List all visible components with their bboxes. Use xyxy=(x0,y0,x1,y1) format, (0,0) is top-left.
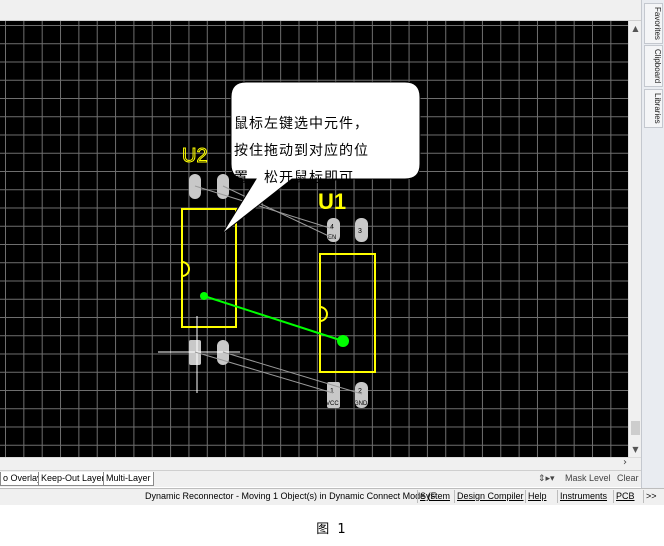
design-compiler-button[interactable]: Design Compiler xyxy=(454,490,526,503)
pad-number: 4 xyxy=(330,224,334,231)
figure-caption: 图 1 xyxy=(316,522,348,537)
pcb-button[interactable]: PCB xyxy=(613,490,637,503)
u1-notch xyxy=(319,306,328,322)
ratsnest-anchor xyxy=(337,335,349,347)
top-toolbar-strip xyxy=(0,0,641,21)
layer-tab-bar: o Overlay Keep-Out Layer Multi-Layer ⇕▸▾… xyxy=(0,470,641,487)
callout-line: 置，松开鼠标即可 xyxy=(234,170,354,186)
horizontal-scrollbar[interactable]: › xyxy=(0,457,641,470)
pcb-drawing: U2 U1 4 3 1 2 EN VCC GND xyxy=(158,81,421,408)
scroll-down-icon[interactable]: ▼ xyxy=(632,445,639,454)
vertical-scrollbar[interactable]: ▲ ▼ xyxy=(628,21,641,457)
clear-button[interactable]: Clear xyxy=(617,473,639,483)
pad-number: 2 xyxy=(358,388,362,395)
connection-line xyxy=(194,351,334,394)
tab-libraries[interactable]: Libraries xyxy=(644,89,663,128)
net-label: VCC xyxy=(326,401,339,407)
ratsnest-line xyxy=(203,295,344,342)
connection-line xyxy=(194,185,334,230)
u1-outline[interactable] xyxy=(319,253,376,373)
u1-pad-2[interactable] xyxy=(355,382,368,408)
scroll-right-icon[interactable]: › xyxy=(623,457,627,468)
mask-level-button[interactable]: Mask Level xyxy=(565,473,611,483)
layer-tab[interactable]: Multi-Layer xyxy=(103,472,154,486)
system-button[interactable]: System xyxy=(417,490,452,503)
help-button[interactable]: Help xyxy=(525,490,549,503)
u2-designator: U2 xyxy=(182,145,208,167)
side-panel: Favorites Clipboard Libraries xyxy=(641,0,664,488)
status-bar: Dynamic Reconnector - Moving 1 Object(s)… xyxy=(0,488,664,505)
more-button[interactable]: >> xyxy=(643,490,659,503)
net-label: GND xyxy=(354,401,368,407)
tab-clipboard[interactable]: Clipboard xyxy=(644,45,663,88)
u2-outline[interactable] xyxy=(181,208,237,328)
callout-text: 鼠标左键选中元件， 按住拖动到对应的位 置，松开鼠标即可 xyxy=(234,111,414,192)
pad-number: 1 xyxy=(330,388,334,395)
callout-line: 鼠标左键选中元件， xyxy=(234,116,369,132)
instruments-button[interactable]: Instruments xyxy=(557,490,609,503)
u1-pad-3[interactable] xyxy=(355,218,368,242)
u1-pad-4[interactable] xyxy=(327,218,340,242)
ratsnest-anchor xyxy=(200,292,208,300)
scroll-up-icon[interactable]: ▲ xyxy=(632,24,639,33)
layer-tab[interactable]: Keep-Out Layer xyxy=(38,472,108,486)
pad-number: 3 xyxy=(358,228,362,235)
scroll-thumb[interactable] xyxy=(631,421,640,435)
callout-line: 按住拖动到对应的位 xyxy=(234,143,369,159)
pcb-canvas[interactable]: U2 U1 4 3 1 2 EN VCC GND xyxy=(0,21,628,457)
status-message: Dynamic Reconnector - Moving 1 Object(s)… xyxy=(145,491,437,501)
connection-line xyxy=(222,185,336,240)
u1-pad-1[interactable] xyxy=(327,382,340,408)
layer-nav-icon[interactable]: ⇕▸▾ xyxy=(538,473,555,483)
tab-favorites[interactable]: Favorites xyxy=(644,3,663,44)
u1-designator: U1 xyxy=(318,189,346,214)
u2-notch xyxy=(181,261,190,277)
callout-bubble xyxy=(221,81,421,235)
connection-line xyxy=(222,351,363,395)
